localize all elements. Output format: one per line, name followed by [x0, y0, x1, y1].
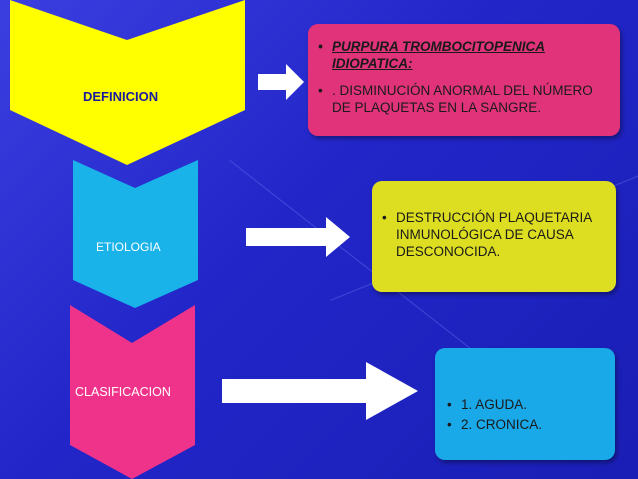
content-box-etiologia: DESTRUCCIÓN PLAQUETARIA INMUNOLÓGICA DE …: [372, 181, 616, 292]
chevron-label-clasificacion: CLASIFICACION: [75, 385, 171, 399]
definition-list: PURPURA TROMBOCITOPENICA IDIOPATICA: . D…: [318, 38, 608, 116]
arrow-right-icon: [258, 64, 304, 100]
classification-list: 1. AGUDA. 2. CRONICA.: [447, 396, 607, 433]
chevron-definicion: [10, 0, 245, 165]
definition-item: . DISMINUCIÓN ANORMAL DEL NÚMERO DE PLAQ…: [318, 82, 608, 116]
classification-item: 1. AGUDA.: [447, 396, 607, 413]
content-box-clasificacion: 1. AGUDA. 2. CRONICA.: [435, 348, 615, 460]
chevron-clasificacion: [70, 305, 195, 479]
chevron-label-etiologia: ETIOLOGIA: [96, 240, 161, 254]
definition-item: PURPURA TROMBOCITOPENICA IDIOPATICA:: [318, 38, 608, 72]
etiology-list: DESTRUCCIÓN PLAQUETARIA INMUNOLÓGICA DE …: [382, 209, 606, 260]
arrow-right-icon: [222, 362, 418, 420]
chevron-etiologia: [73, 160, 198, 308]
etiology-item: DESTRUCCIÓN PLAQUETARIA INMUNOLÓGICA DE …: [382, 209, 606, 260]
content-box-definicion: PURPURA TROMBOCITOPENICA IDIOPATICA: . D…: [308, 24, 620, 136]
arrow-right-icon: [246, 217, 350, 257]
chevron-label-definicion: DEFINICION: [83, 89, 159, 104]
classification-item: 2. CRONICA.: [447, 416, 607, 433]
